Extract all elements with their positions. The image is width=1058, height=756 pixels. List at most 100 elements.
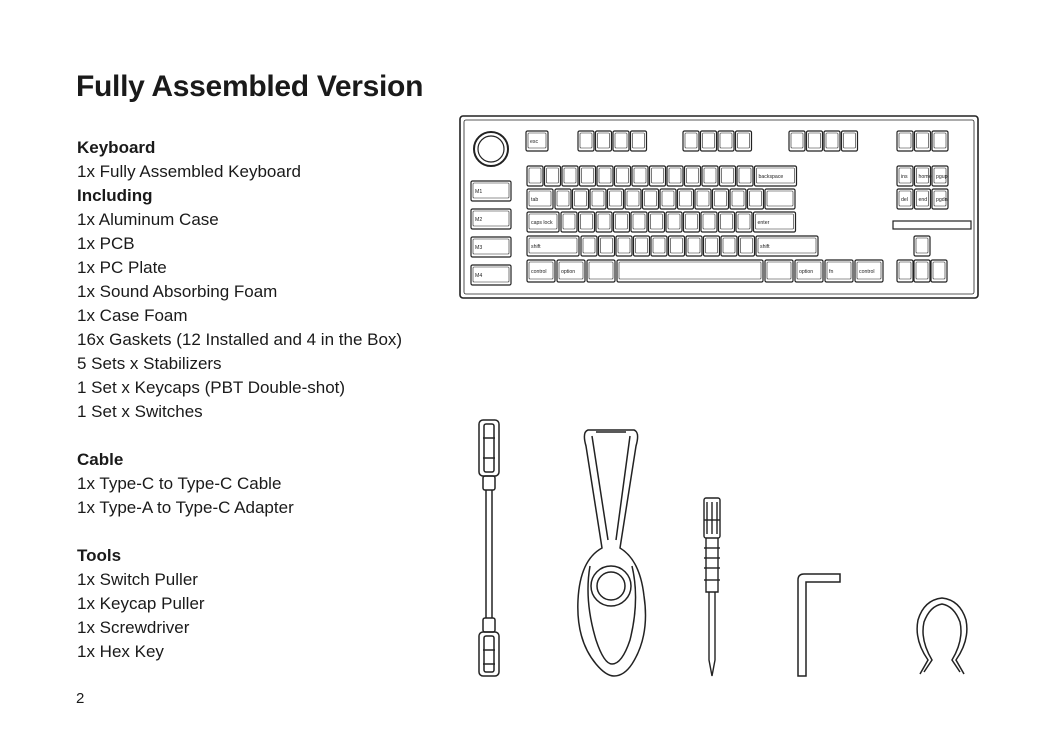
function-key [788,130,806,152]
key [595,211,613,233]
nav-key [913,165,932,187]
key-label: control [859,269,875,275]
shift-key [526,235,580,257]
key [700,211,718,233]
option-key [556,259,586,283]
key-label: pgdn [936,197,948,203]
command-key [586,259,616,283]
list-item: 1x Type-C to Type-C Cable [77,474,282,493]
key [543,165,562,187]
list-item: 1x Switch Puller [77,570,198,589]
function-key [629,130,648,152]
key-label: del [901,197,908,203]
key [641,188,660,210]
list-item: 1x Type-A to Type-C Adapter [77,498,294,517]
key [589,188,607,210]
key [597,235,616,257]
macro-key [470,236,512,258]
list-item: 1x Keycap Puller [77,594,205,613]
list-item: 1x PCB [77,234,135,253]
key-label: home [919,174,932,180]
nav-key [931,188,949,210]
function-key [699,130,718,152]
arrow-down-key [913,259,931,283]
key [685,235,703,257]
screwdriver-illustration [703,497,721,677]
key [650,235,668,257]
arrow-up-key [913,235,931,257]
key-label: backspace [759,174,784,180]
control-key [854,259,884,283]
nav-key [896,165,914,187]
hex-key-illustration [797,573,841,677]
enter-key [752,211,797,233]
caps-key [526,211,560,233]
list-item: 5 Sets x Stabilizers [77,354,222,373]
key-label: end [919,197,928,203]
list-item: 1x Case Foam [77,306,188,325]
key [665,211,683,233]
page-number: 2 [76,690,85,707]
key-label: shift [760,244,770,250]
list-item: 1x Screwdriver [77,618,190,637]
key [580,235,598,257]
key [735,211,753,233]
contents-list: Keyboard 1x Fully Assembled Keyboard Inc… [77,136,447,664]
backspace-key [753,165,798,187]
key [613,165,632,187]
arrow-left-key [896,259,914,283]
list-item: 1 Set x Keycaps (PBT Double-shot) [77,378,346,397]
nav-key [896,130,914,152]
key [659,188,677,210]
nav-key [913,188,932,210]
key [666,165,684,187]
section-heading-tools: Tools [77,546,122,565]
function-key [682,130,700,152]
key [648,165,667,187]
list-item: 16x Gaskets (12 Installed and 4 in the B… [77,330,403,349]
key [561,165,579,187]
key [720,235,738,257]
function-key [734,130,753,152]
key-label: fn [829,269,833,275]
key [596,165,614,187]
list-item: 1x Fully Assembled Keyboard [77,162,301,181]
cable-illustration [478,419,500,677]
key-label: ins [901,174,908,180]
key-label: control [531,269,547,275]
tab-key [526,188,554,210]
key [631,165,649,187]
shift-key [755,235,819,257]
list-item: 1x Hex Key [77,642,164,661]
key-label: enter [758,220,770,226]
list-item: 1 Set x Switches [77,402,203,421]
key [694,188,712,210]
backslash-key [764,188,796,210]
key [746,188,765,210]
key [578,165,597,187]
list-item: 1x Aluminum Case [77,210,219,229]
arrow-right-key [930,259,948,283]
key-label: shift [531,244,541,250]
key-label: pgup [936,174,948,180]
key [702,235,721,257]
function-key [823,130,841,152]
key-label: esc [530,139,538,145]
spacebar-key [616,259,764,283]
function-key [805,130,824,152]
key [676,188,695,210]
key [632,235,651,257]
key-label: option [561,269,575,275]
key [624,188,642,210]
list-item-subheading: Including [77,186,153,205]
macro-key [470,264,512,286]
key [615,235,633,257]
esc-key [525,130,549,152]
section-heading-keyboard: Keyboard [77,138,156,157]
function-key [594,130,613,152]
key [711,188,730,210]
key [647,211,666,233]
key [701,165,719,187]
key-label: M1 [475,189,482,195]
